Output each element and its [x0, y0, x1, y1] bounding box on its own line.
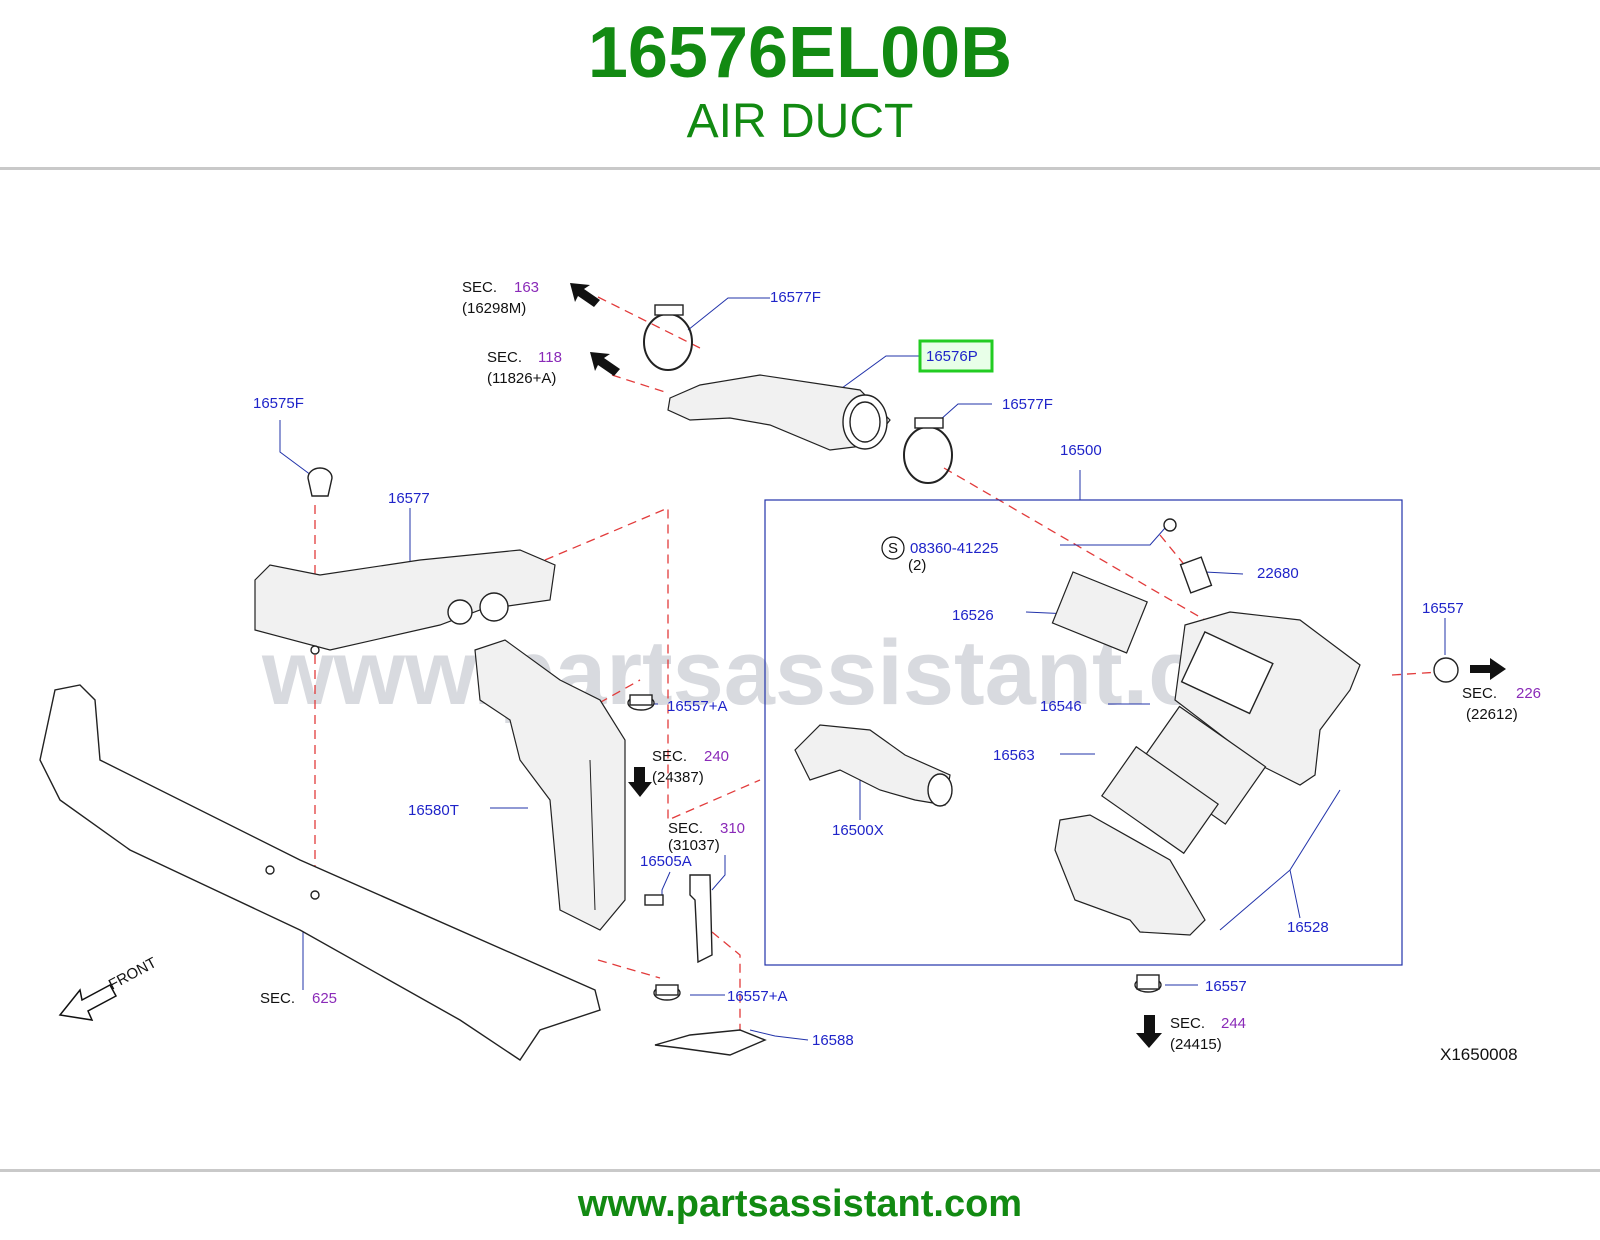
clip-16575F-icon — [307, 467, 333, 497]
header-divider — [0, 167, 1600, 170]
bracket-16505A — [644, 874, 713, 964]
hose-clamp-16577F-right — [903, 417, 953, 484]
filter-16563 — [1100, 745, 1220, 855]
label-16500[interactable]: 16500 — [1060, 442, 1102, 459]
resonator-16580T — [474, 639, 626, 931]
label-16576P[interactable]: 16576P — [926, 348, 978, 365]
label-16546[interactable]: 16546 — [1040, 698, 1082, 715]
label-16577F-right[interactable]: 16577F — [1002, 396, 1053, 413]
label-22680[interactable]: 22680 — [1257, 565, 1299, 582]
direction-arrows — [570, 283, 1506, 1048]
sec-310-number[interactable]: 310 — [720, 820, 745, 837]
sec-118-label: SEC. — [487, 349, 522, 366]
air-duct-hose-16576P — [667, 374, 891, 451]
label-16577F-top[interactable]: 16577F — [770, 289, 821, 306]
radiator-core-support — [39, 684, 601, 1061]
sensor-22680 — [1179, 556, 1213, 594]
inlet-duct-16500X — [794, 724, 953, 807]
air-cleaner-upper-case — [1174, 611, 1361, 786]
sec-625-number[interactable]: 625 — [312, 990, 337, 1007]
label-16557A-mid[interactable]: 16557+A — [667, 698, 727, 715]
watermark-text: www.partsassistant.com — [261, 622, 1337, 724]
grommet-16557A-bot — [653, 984, 681, 1001]
label-16580T[interactable]: 16580T — [408, 802, 459, 819]
sec-244-label: SEC. — [1170, 1015, 1205, 1032]
sec-226-ref: (22612) — [1466, 706, 1518, 723]
sec-163-number[interactable]: 163 — [514, 279, 539, 296]
label-16526[interactable]: 16526 — [952, 607, 994, 624]
label-16563[interactable]: 16563 — [993, 747, 1035, 764]
resonator-16526 — [1051, 571, 1148, 654]
sec-310-ref: (31037) — [668, 837, 720, 854]
bracket-16588 — [654, 1029, 767, 1056]
footer-url-link[interactable]: www.partsassistant.com — [577, 1183, 1023, 1225]
sec-226-label: SEC. — [1462, 685, 1497, 702]
grommet-16557-right — [1433, 657, 1459, 683]
sec-244-number[interactable]: 244 — [1221, 1015, 1246, 1032]
figure-id: X1650008 — [1440, 1045, 1518, 1064]
air-duct-16577 — [254, 549, 556, 655]
label-16557A-bot[interactable]: 16557+A — [727, 988, 787, 1005]
s-mark-icon — [881, 536, 905, 560]
grommet-16557-bot — [1134, 974, 1162, 993]
label-08360-41225[interactable]: 08360-41225 — [910, 540, 998, 557]
sec-118-ref: (11826+A) — [487, 370, 556, 387]
section-references: SEC. 163 (16298M) SEC. 118 (11826+A) SEC… — [260, 279, 1541, 1053]
label-16588[interactable]: 16588 — [812, 1032, 854, 1049]
screw-08360-icon — [1163, 518, 1177, 532]
label-16575F[interactable]: 16575F — [253, 395, 304, 412]
sec-163-label: SEC. — [462, 279, 497, 296]
label-16505A[interactable]: 16505A — [640, 853, 692, 870]
label-16500X[interactable]: 16500X — [832, 822, 884, 839]
grommet-16557A-mid — [627, 694, 655, 711]
part-number-title: 16576EL00B — [587, 13, 1013, 93]
front-label: FRONT — [106, 954, 160, 993]
sec-118-number[interactable]: 118 — [538, 349, 562, 366]
label-16557-bot[interactable]: 16557 — [1205, 978, 1247, 995]
air-cleaner-assembly-box — [764, 499, 1403, 966]
air-cleaner-lower-case — [1054, 814, 1206, 936]
label-s-mark: S — [888, 540, 898, 557]
label-16557-right[interactable]: 16557 — [1422, 600, 1464, 617]
label-16528[interactable]: 16528 — [1287, 919, 1329, 936]
hose-clamp-16577F-top — [643, 304, 693, 371]
sec-625-label: SEC. — [260, 990, 295, 1007]
highlight-box-16576P — [918, 339, 994, 373]
sec-244-ref: (24415) — [1170, 1036, 1222, 1053]
sec-240-ref: (24387) — [652, 769, 704, 786]
front-direction-icon — [58, 983, 118, 1021]
part-labels: 16577F 16576P 16577F 16575F 16577 16500 … — [253, 289, 1464, 1049]
sec-240-number[interactable]: 240 — [704, 748, 729, 765]
sec-163-ref: (16298M) — [462, 300, 526, 317]
label-08360-qty: (2) — [908, 557, 926, 574]
sec-240-label: SEC. — [652, 748, 687, 765]
label-16577[interactable]: 16577 — [388, 490, 430, 507]
sec-226-number[interactable]: 226 — [1516, 685, 1541, 702]
footer-divider — [0, 1169, 1600, 1172]
sec-310-label: SEC. — [668, 820, 703, 837]
part-name-subtitle: AIR DUCT — [686, 95, 914, 148]
